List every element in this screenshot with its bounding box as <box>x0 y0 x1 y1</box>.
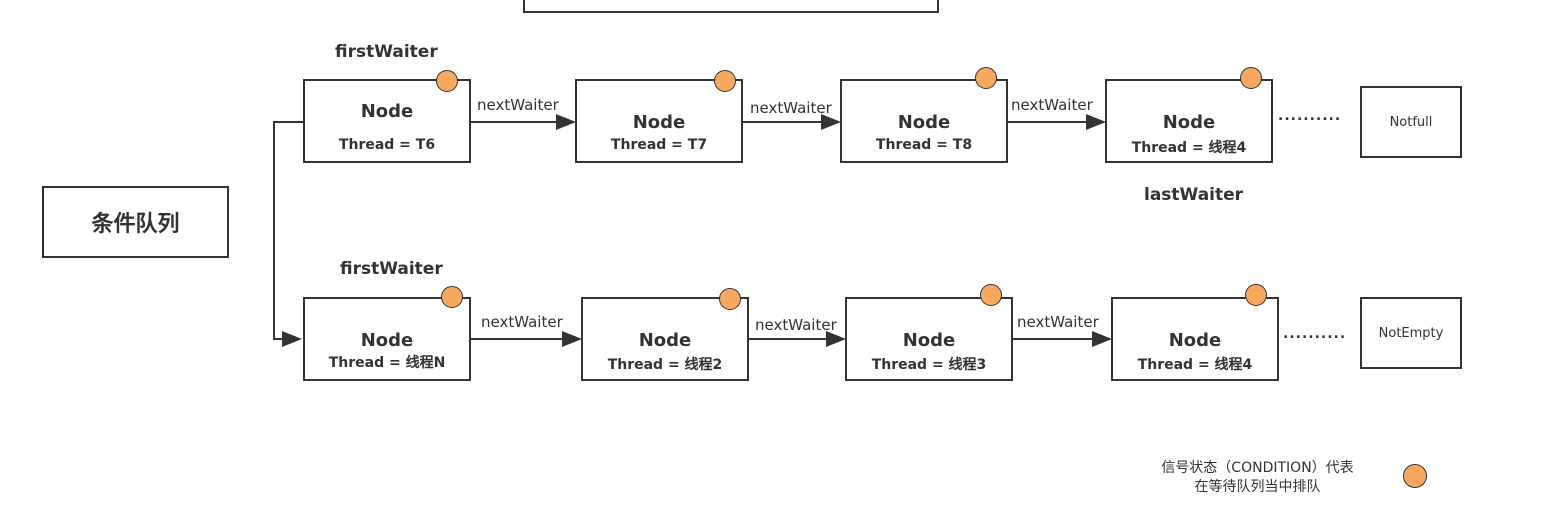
ellipsis: .......... <box>1283 326 1347 342</box>
next-waiter-label: nextWaiter <box>477 96 559 114</box>
node-r2-3: Node Thread = 线程3 <box>845 297 1013 381</box>
node-thread: Thread = T8 <box>875 137 973 153</box>
node-title: Node <box>360 330 414 351</box>
node-title: Node <box>638 330 692 351</box>
condition-name: NotEmpty <box>1378 325 1444 341</box>
condition-state-marker <box>714 70 736 92</box>
condition-state-marker <box>1245 284 1267 306</box>
legend-line-1: 信号状态（CONDITION）代表 <box>1161 460 1354 476</box>
queue-bracket <box>273 121 304 347</box>
notfull-condition-box: Notfull <box>1360 86 1462 158</box>
condition-name: Notfull <box>1389 114 1433 130</box>
legend-line-2: 在等待队列当中排队 <box>1194 479 1321 495</box>
condition-queue-box: 条件队列 <box>42 186 229 258</box>
node-title: Node <box>360 101 414 122</box>
condition-state-marker <box>441 286 463 308</box>
node-thread: Thread = 线程N <box>328 355 446 371</box>
node-title: Node <box>632 112 686 133</box>
node-r2-4: Node Thread = 线程4 <box>1111 297 1279 381</box>
legend-marker-icon <box>1403 464 1427 488</box>
node-thread: Thread = 线程2 <box>607 357 723 373</box>
next-waiter-label: nextWaiter <box>1017 313 1099 331</box>
condition-state-marker <box>980 284 1002 306</box>
first-waiter-label: firstWaiter <box>335 42 438 62</box>
node-title: Node <box>1168 330 1222 351</box>
node-title: Node <box>1162 112 1216 133</box>
node-thread: Thread = T6 <box>338 137 436 153</box>
node-title: Node <box>897 112 951 133</box>
node-thread: Thread = T7 <box>610 137 708 153</box>
next-waiter-label: nextWaiter <box>1011 96 1093 114</box>
node-r1-4: Node Thread = 线程4 <box>1105 79 1273 163</box>
next-waiter-label: nextWaiter <box>481 313 563 331</box>
partial-top-box <box>523 0 939 13</box>
legend: 信号状态（CONDITION）代表 在等待队列当中排队 <box>1130 459 1385 497</box>
node-title: Node <box>902 330 956 351</box>
node-r2-1: Node Thread = 线程N <box>303 297 471 381</box>
node-r1-3: Node Thread = T8 <box>840 79 1008 163</box>
condition-state-marker <box>975 67 997 89</box>
first-waiter-label: firstWaiter <box>340 259 443 279</box>
notempty-condition-box: NotEmpty <box>1360 297 1462 369</box>
next-waiter-label: nextWaiter <box>750 99 832 117</box>
condition-state-marker <box>436 70 458 92</box>
ellipsis: .......... <box>1278 108 1342 124</box>
condition-state-marker <box>719 288 741 310</box>
node-r1-1: Node Thread = T6 <box>303 79 471 163</box>
node-r1-2: Node Thread = T7 <box>575 79 743 163</box>
node-thread: Thread = 线程3 <box>871 357 987 373</box>
next-waiter-label: nextWaiter <box>755 316 837 334</box>
condition-queue-title: 条件队列 <box>91 212 180 237</box>
last-waiter-label: lastWaiter <box>1144 185 1244 205</box>
node-r2-2: Node Thread = 线程2 <box>581 297 749 381</box>
condition-state-marker <box>1240 67 1262 89</box>
node-thread: Thread = 线程4 <box>1131 140 1247 156</box>
node-thread: Thread = 线程4 <box>1137 357 1253 373</box>
